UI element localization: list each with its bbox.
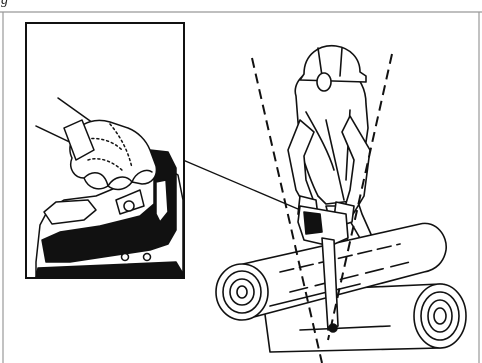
figure-label: g (1, 0, 8, 8)
front-log (215, 222, 447, 321)
inset-detail (25, 22, 185, 279)
callout-line (182, 159, 306, 213)
main-scene (215, 45, 467, 353)
chainsaw (297, 205, 349, 333)
cutting-angle-lines (251, 53, 393, 363)
page-frame (0, 11, 482, 363)
